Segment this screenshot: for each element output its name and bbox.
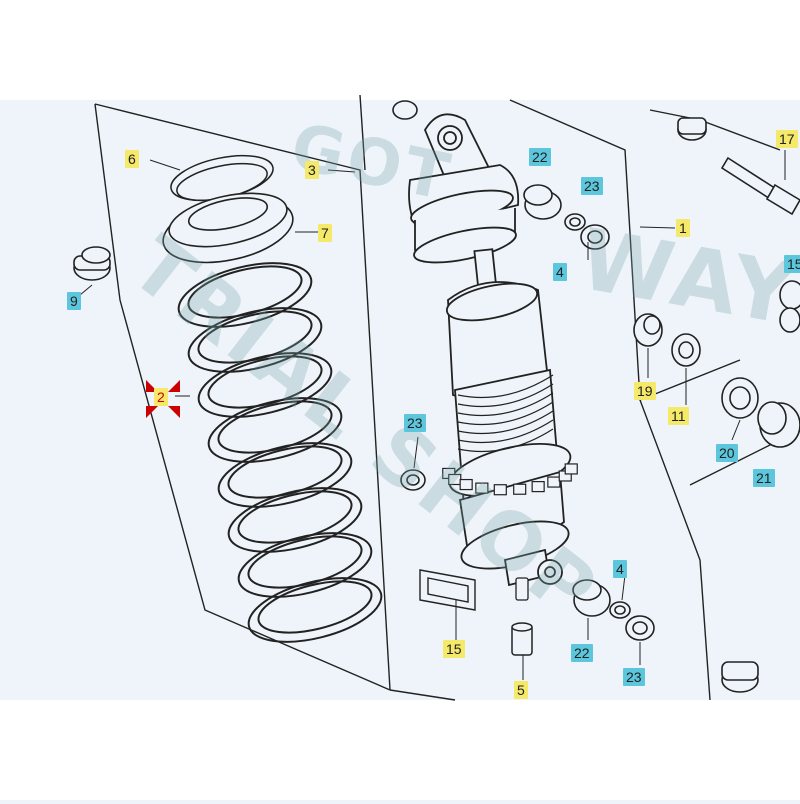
thread-line	[457, 410, 554, 435]
thread-line	[457, 374, 554, 399]
bottom-bezel	[0, 700, 800, 800]
bolt	[720, 156, 800, 216]
bushings	[73, 100, 800, 693]
top-bezel	[0, 0, 800, 100]
adjuster-tooth	[531, 481, 545, 493]
valve	[515, 577, 529, 601]
callout-17: 17	[776, 130, 798, 148]
callout-7: 7	[318, 224, 332, 242]
callout-6: 6	[125, 150, 139, 168]
callout-4-bottom: 4	[613, 560, 627, 578]
adjuster-tooth	[493, 484, 507, 496]
spring-coil	[187, 307, 323, 373]
spring-coil	[197, 352, 333, 418]
thread-line	[457, 383, 554, 408]
callout-5: 5	[514, 681, 528, 699]
callout-9: 9	[67, 292, 81, 310]
callout-4-top: 4	[553, 263, 567, 281]
spring-coil	[237, 532, 373, 598]
callout-3: 3	[305, 161, 319, 179]
spring-coil	[207, 397, 343, 463]
callout-21: 21	[753, 469, 775, 487]
thread-line	[457, 419, 554, 444]
thread-line	[457, 392, 554, 417]
callout-22-top: 22	[529, 148, 551, 166]
callout-15: 15	[443, 640, 465, 658]
callout-19: 19	[634, 382, 656, 400]
adjuster-tooth	[475, 482, 489, 494]
valve-cap	[511, 622, 533, 656]
callout-23-mid: 23	[404, 414, 426, 432]
callout-20: 20	[716, 444, 738, 462]
adjuster-tooth	[513, 483, 527, 495]
leader-lines	[79, 150, 786, 680]
thread-line	[457, 428, 554, 453]
callout-11: 11	[668, 407, 689, 425]
callout-23-bottom: 23	[623, 668, 645, 686]
callout-23-top: 23	[581, 177, 603, 195]
adjuster-tooth	[547, 476, 561, 488]
spring-coil	[177, 262, 313, 328]
adjuster-teeth	[442, 463, 578, 496]
callout-15-right: 15	[784, 255, 800, 273]
decal	[419, 569, 476, 611]
coil-spring	[177, 262, 383, 643]
spring-coil	[217, 442, 353, 508]
spring-coil	[247, 577, 383, 643]
spring-seat	[162, 192, 294, 264]
thread-line	[457, 401, 554, 426]
spring-coil	[227, 487, 363, 553]
spring-coil-inner	[257, 580, 373, 634]
adjuster-tooth	[459, 478, 473, 491]
adjuster-tooth	[564, 463, 578, 475]
shock-threads	[457, 374, 554, 453]
callout-22-bottom: 22	[571, 644, 593, 662]
callout-2: 2	[154, 388, 168, 406]
callout-1: 1	[676, 219, 690, 237]
